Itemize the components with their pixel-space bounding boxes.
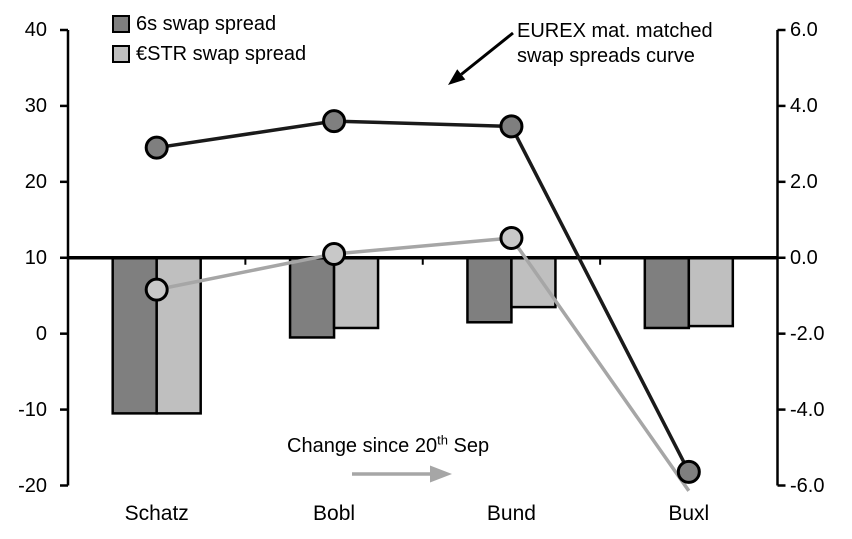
legend-label-estr: €STR swap spread xyxy=(136,42,307,65)
category-label-bobl: Bobl xyxy=(313,502,356,525)
legend-item-6s: 6s swap spread xyxy=(112,9,306,39)
left-axis-tick-label: 0 xyxy=(35,322,47,345)
annotation-eurex-curve: EUREX mat. matched swap spreads curve xyxy=(517,19,713,69)
marker-schatz xyxy=(144,135,169,160)
legend-item-estr: €STR swap spread xyxy=(112,39,306,69)
right-axis-tick-label: -2.0 xyxy=(790,322,825,345)
bar-buxl-estr xyxy=(687,256,735,328)
marker-schatz xyxy=(144,277,169,302)
left-axis-tick-label: 30 xyxy=(24,94,47,117)
eurex-annotation-arrow-icon xyxy=(448,31,514,85)
left-axis-tick-label: -10 xyxy=(18,398,47,421)
annotation-change-text: Change since 20 xyxy=(287,435,438,457)
legend-swatch-6s-icon xyxy=(112,15,130,33)
bar-bund-6s xyxy=(466,256,513,324)
right-axis-tick-label: 4.0 xyxy=(790,94,818,117)
left-axis-tick-label: 40 xyxy=(24,19,47,41)
right-axis-tick-label: 0.0 xyxy=(790,246,818,269)
marker-bobl xyxy=(322,241,347,266)
category-label-buxl: Buxl xyxy=(668,502,710,525)
right-axis-tick-label: 2.0 xyxy=(790,170,818,193)
line-series xyxy=(156,119,691,473)
annotation-eurex-line2: swap spreads curve xyxy=(517,45,695,67)
annotation-change-since: Change since 20th Sep xyxy=(287,432,490,458)
category-label-schatz: Schatz xyxy=(124,502,189,525)
line-series xyxy=(156,236,691,492)
legend-label-6s: 6s swap spread xyxy=(136,12,277,35)
marker-bund xyxy=(499,114,524,139)
legend-swatch-estr-icon xyxy=(112,45,130,63)
left-axis-tick-label: -20 xyxy=(18,474,47,497)
marker-bobl xyxy=(322,109,347,134)
annotation-change-sup: th xyxy=(437,432,448,448)
marker-buxl xyxy=(676,459,701,484)
legend: 6s swap spread €STR swap spread xyxy=(112,9,306,69)
bar-bund-estr xyxy=(510,256,557,309)
category-label-bund: Bund xyxy=(486,502,536,525)
bar-buxl-6s xyxy=(643,256,691,330)
annotation-change-tail: Sep xyxy=(447,435,490,457)
right-axis-tick-label: -4.0 xyxy=(790,398,825,421)
left-axis-tick-label: 20 xyxy=(24,170,47,193)
marker-bund xyxy=(499,226,524,251)
left-axis-tick-label: 10 xyxy=(24,246,47,269)
change-since-arrow-icon xyxy=(352,465,452,483)
right-axis-tick-label: -6.0 xyxy=(790,474,825,497)
annotation-eurex-line1: EUREX mat. matched xyxy=(517,20,713,42)
bar-bobl-6s xyxy=(288,256,336,339)
right-axis-tick-label: 6.0 xyxy=(790,19,818,41)
bar-bobl-estr xyxy=(332,256,380,330)
